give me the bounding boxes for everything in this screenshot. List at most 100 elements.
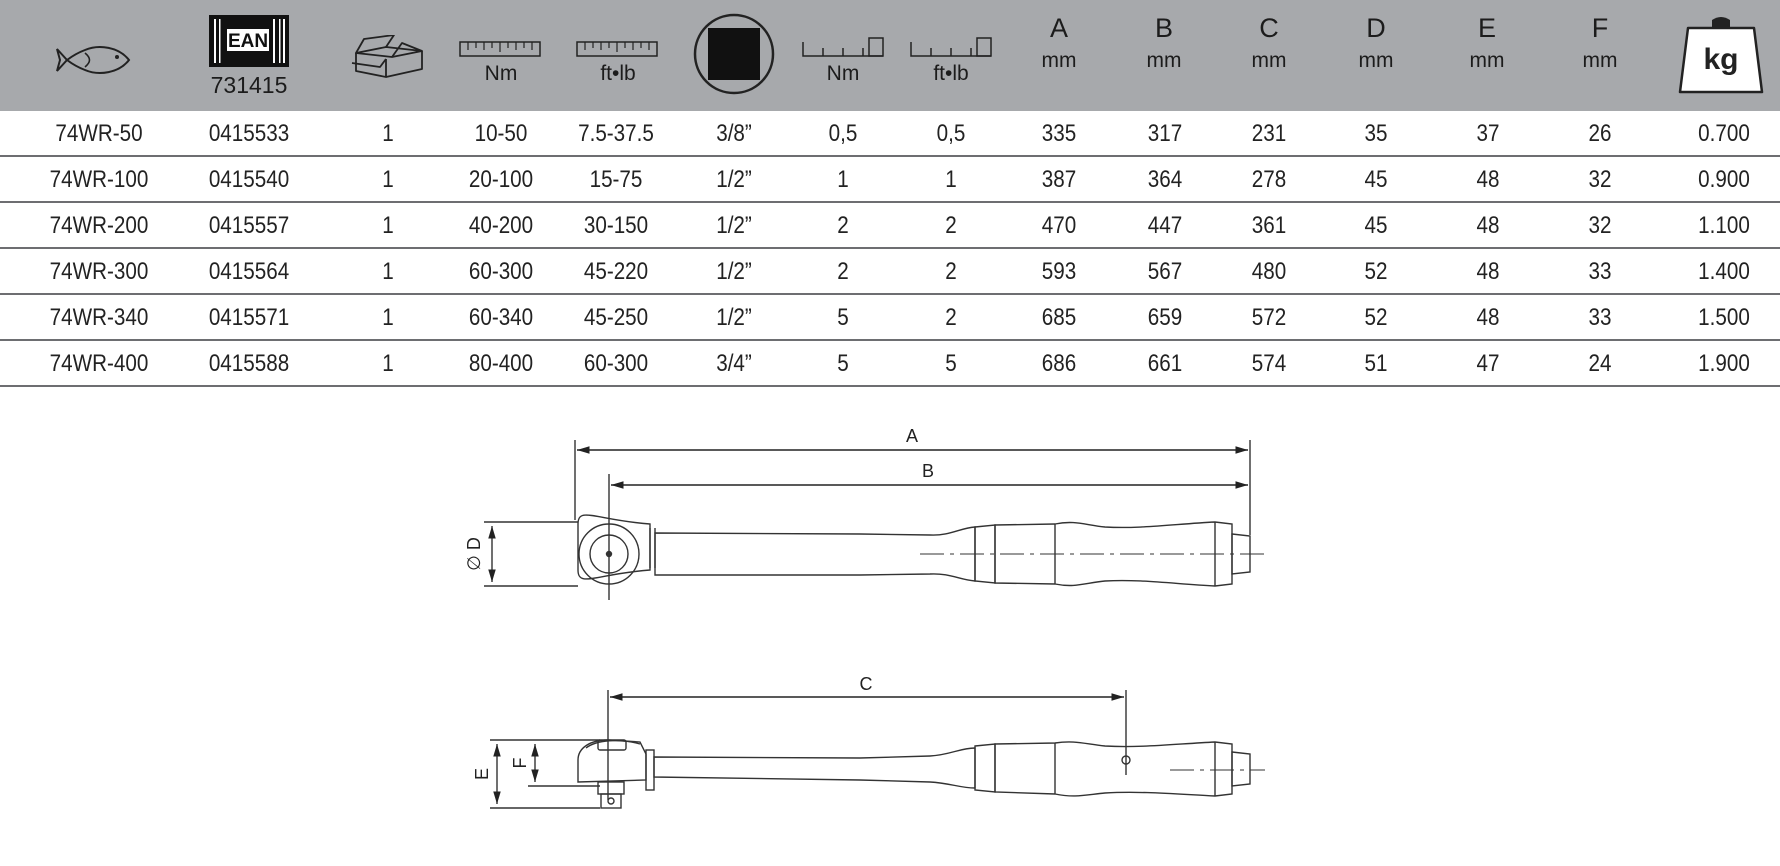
cell-range-ftlb: 30-150 [583, 212, 649, 239]
cell-f: 33 [1588, 304, 1612, 331]
ftlb-label: ft•lb [600, 62, 636, 85]
cell-qty: 1 [382, 258, 394, 285]
dimension-label-c: C [860, 674, 873, 694]
cell-code: 0415571 [208, 304, 290, 331]
cell-acc-ftlb: 2 [945, 212, 957, 239]
product-table: 74WR-50 0415533 1 10-50 7.5-37.5 3/8” 0,… [0, 111, 1780, 387]
cell-c: 480 [1251, 258, 1287, 285]
cell-range-ftlb: 45-250 [583, 304, 649, 331]
cell-weight: 1.100 [1698, 212, 1750, 239]
cell-d: 45 [1364, 166, 1388, 193]
accuracy-ftlb-label: ft•lb [933, 62, 969, 85]
cell-qty: 1 [382, 166, 394, 193]
cell-qty: 1 [382, 350, 394, 377]
cell-f: 24 [1588, 350, 1612, 377]
dimension-label-d: ∅ D [464, 537, 484, 571]
cell-e: 37 [1476, 120, 1500, 147]
cell-a: 387 [1041, 166, 1077, 193]
cell-weight: 0.900 [1698, 166, 1750, 193]
cell-e: 48 [1476, 304, 1500, 331]
cell-e: 47 [1476, 350, 1500, 377]
accuracy-nm-label: Nm [826, 62, 860, 85]
table-row: 74WR-300 0415564 1 60-300 45-220 1/2” 2 … [0, 249, 1780, 295]
cell-model: 74WR-50 [55, 120, 143, 147]
cell-weight: 1.500 [1698, 304, 1750, 331]
cell-range-nm: 10-50 [474, 120, 528, 147]
cell-acc-ftlb: 1 [945, 166, 957, 193]
cell-range-nm: 40-200 [468, 212, 534, 239]
cell-b: 364 [1147, 166, 1183, 193]
wrench-top-view [484, 440, 1265, 600]
cell-d: 52 [1364, 258, 1388, 285]
table-row: 74WR-340 0415571 1 60-340 45-250 1/2” 5 … [0, 295, 1780, 341]
cell-weight: 0.700 [1698, 120, 1750, 147]
cell-weight: 1.900 [1698, 350, 1750, 377]
cell-d: 35 [1364, 120, 1388, 147]
cell-acc-nm: 2 [837, 258, 849, 285]
cell-drive: 3/8” [716, 120, 752, 147]
cell-range-ftlb: 45-220 [583, 258, 649, 285]
ean-code: 731415 [210, 72, 288, 98]
cell-acc-nm: 5 [837, 304, 849, 331]
cell-drive: 1/2” [716, 166, 752, 193]
cell-c: 278 [1251, 166, 1287, 193]
nm-label: Nm [484, 62, 518, 85]
cell-drive: 1/2” [716, 212, 752, 239]
cell-e: 48 [1476, 258, 1500, 285]
cell-d: 45 [1364, 212, 1388, 239]
cell-model: 74WR-200 [49, 212, 149, 239]
cell-e: 48 [1476, 166, 1500, 193]
cell-code: 0415540 [208, 166, 290, 193]
cell-b: 317 [1147, 120, 1183, 147]
cell-d: 52 [1364, 304, 1388, 331]
cell-a: 470 [1041, 212, 1077, 239]
cell-code: 0415533 [208, 120, 290, 147]
cell-a: 685 [1041, 304, 1077, 331]
ruler-ftlb-icon [576, 41, 658, 57]
cell-range-nm: 60-340 [468, 304, 534, 331]
cell-range-ftlb: 7.5-37.5 [578, 120, 654, 147]
accuracy-nm-icon [802, 37, 884, 57]
dimension-label-a: A [906, 426, 918, 446]
cell-qty: 1 [382, 212, 394, 239]
cell-a: 335 [1041, 120, 1077, 147]
cell-range-ftlb: 15-75 [589, 166, 643, 193]
cell-f: 32 [1588, 166, 1612, 193]
cell-acc-ftlb: 2 [945, 304, 957, 331]
ean-logo-text: EAN [228, 31, 268, 52]
dimension-label-b: B [922, 461, 934, 481]
cell-acc-nm: 0,5 [828, 120, 858, 147]
cell-f: 33 [1588, 258, 1612, 285]
cell-c: 231 [1251, 120, 1287, 147]
cell-model: 74WR-300 [49, 258, 149, 285]
cell-acc-nm: 5 [837, 350, 849, 377]
cell-c: 574 [1251, 350, 1287, 377]
accuracy-ftlb-icon [910, 37, 992, 57]
cell-acc-ftlb: 5 [945, 350, 957, 377]
cell-range-nm: 60-300 [468, 258, 534, 285]
cell-range-nm: 80-400 [468, 350, 534, 377]
cell-acc-nm: 2 [837, 212, 849, 239]
cell-drive: 1/2” [716, 304, 752, 331]
cell-acc-ftlb: 0,5 [936, 120, 966, 147]
cell-acc-ftlb: 2 [945, 258, 957, 285]
cell-code: 0415588 [208, 350, 290, 377]
cell-c: 572 [1251, 304, 1287, 331]
cell-c: 361 [1251, 212, 1287, 239]
cell-qty: 1 [382, 120, 394, 147]
cell-model: 74WR-100 [49, 166, 149, 193]
cell-model: 74WR-400 [49, 350, 149, 377]
cell-acc-nm: 1 [837, 166, 849, 193]
cell-range-nm: 20-100 [468, 166, 534, 193]
cell-model: 74WR-340 [49, 304, 149, 331]
dimension-label-e: E [472, 768, 492, 780]
table-row: 74WR-100 0415540 1 20-100 15-75 1/2” 1 1… [0, 157, 1780, 203]
cell-f: 32 [1588, 212, 1612, 239]
